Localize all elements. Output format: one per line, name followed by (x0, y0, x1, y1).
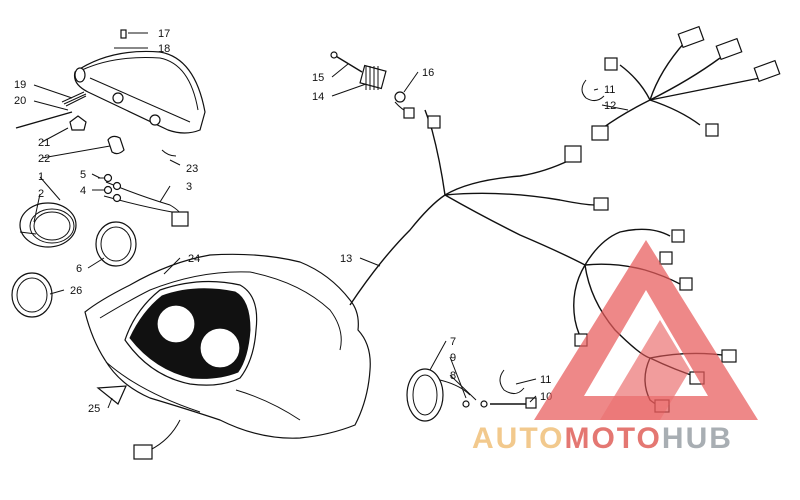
callout-8: 8 (450, 370, 456, 382)
callout-7: 7 (450, 336, 456, 348)
callout-14: 14 (312, 91, 324, 103)
callout-15: 15 (312, 72, 324, 84)
headlight-assembly (15, 29, 206, 157)
callout-25: 25 (88, 403, 100, 415)
callout-18: 18 (158, 43, 170, 55)
callout-5: 5 (80, 169, 86, 181)
callout-2: 2 (38, 188, 44, 200)
main-harness (349, 109, 737, 413)
callout-22: 22 (38, 153, 50, 165)
gauge-assembly (11, 202, 137, 318)
dash-panel (84, 253, 371, 439)
watermark-triangle-icon (534, 240, 758, 420)
callout-19: 19 (14, 79, 26, 91)
gauge-harness (98, 173, 189, 227)
callout-16: 16 (422, 67, 434, 79)
watermark-logo: AUTOMOTOHUB (472, 240, 758, 455)
callout-4: 4 (80, 185, 86, 197)
callout-labels: 17 18 19 20 21 22 23 1 2 5 4 3 6 26 24 2… (14, 28, 616, 415)
panel-connector (133, 419, 181, 460)
callout-21: 21 (38, 137, 50, 149)
callout-9: 9 (450, 352, 456, 364)
lower-gauge-assembly (406, 368, 537, 422)
callout-24: 24 (188, 253, 200, 265)
callout-11-upper: 11 (604, 84, 615, 96)
leader-lines (33, 32, 629, 409)
callout-11-lower: 11 (540, 374, 551, 386)
callout-23: 23 (186, 163, 198, 175)
callout-6: 6 (76, 263, 82, 275)
upper-harness (581, 25, 781, 141)
callout-26: 26 (70, 285, 82, 297)
callout-3: 3 (186, 181, 192, 193)
callout-1: 1 (38, 171, 44, 183)
callout-17: 17 (158, 28, 170, 40)
callout-20: 20 (14, 95, 26, 107)
callout-13: 13 (340, 253, 352, 265)
watermark-auto: AUTO (472, 422, 564, 455)
watermark-moto: MOTO (564, 422, 661, 455)
callout-12: 12 (604, 100, 616, 112)
regulator-assembly (330, 51, 415, 119)
svg-text:AUTOMOTOHUB: AUTOMOTOHUB (472, 422, 733, 455)
watermark-hub: HUB (662, 422, 733, 455)
